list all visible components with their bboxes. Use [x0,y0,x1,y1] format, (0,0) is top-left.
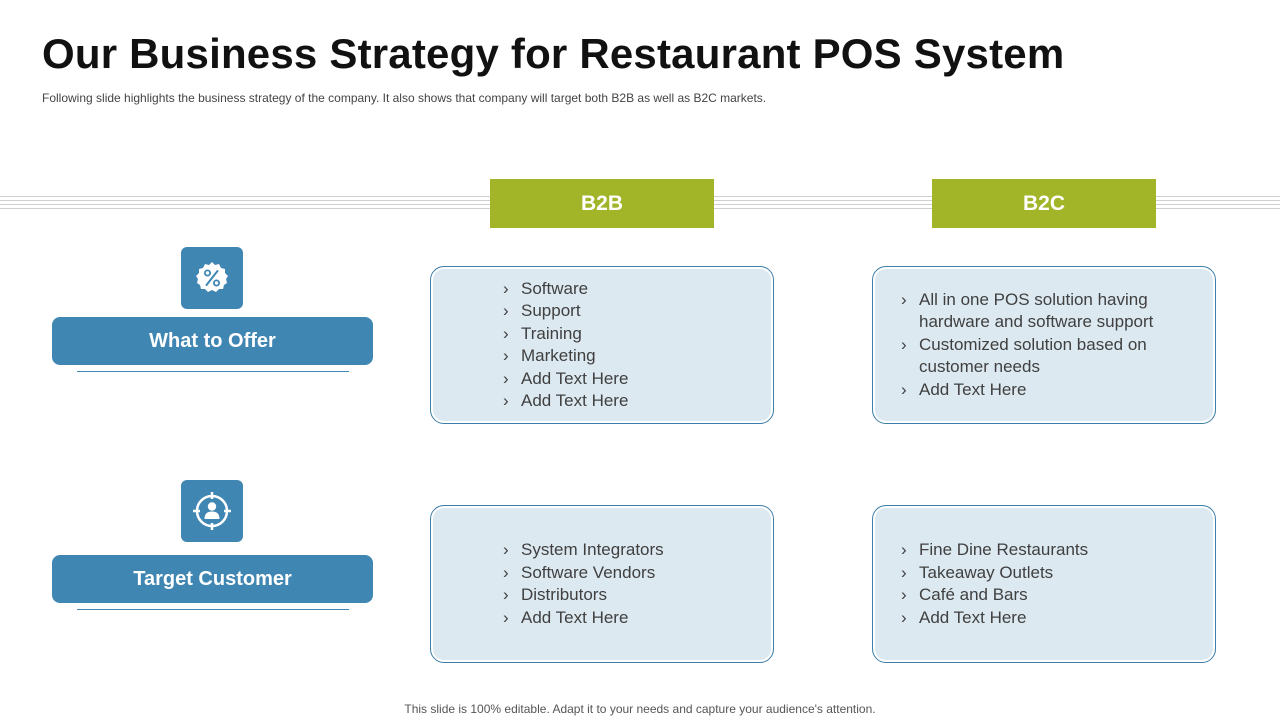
bullet-list: Fine Dine Restaurants Takeaway Outlets C… [901,539,1088,629]
list-item: Support [503,300,628,323]
list-item: System Integrators [503,539,664,562]
list-item: Software Vendors [503,562,664,585]
slide-title: Our Business Strategy for Restaurant POS… [42,30,1065,77]
card-b2c-target: Fine Dine Restaurants Takeaway Outlets C… [872,505,1216,663]
list-item: Add Text Here [503,607,664,630]
row-label-what-to-offer: What to Offer [52,317,373,365]
list-item: Software [503,278,628,301]
slide-subtitle: Following slide highlights the business … [42,91,767,105]
card-b2b-target: System Integrators Software Vendors Dist… [430,505,774,663]
list-item: Add Text Here [901,379,1175,402]
target-customer-icon [181,480,243,542]
list-item: Café and Bars [901,584,1088,607]
list-item: Distributors [503,584,664,607]
percent-icon [181,247,243,309]
row-underline [77,609,349,610]
list-item: Training [503,323,628,346]
list-item: Add Text Here [503,368,628,391]
card-b2b-offer: Software Support Training Marketing Add … [430,266,774,424]
row-label-target-customer: Target Customer [52,555,373,603]
list-item: Marketing [503,345,628,368]
list-item: Add Text Here [901,607,1088,630]
bullet-list: System Integrators Software Vendors Dist… [503,539,664,629]
slide-footer: This slide is 100% editable. Adapt it to… [404,702,876,716]
list-item: Customized solution based on customer ne… [901,334,1175,379]
list-item: Takeaway Outlets [901,562,1088,585]
card-b2c-offer: All in one POS solution having hardware … [872,266,1216,424]
bullet-list: All in one POS solution having hardware … [901,289,1175,402]
column-header-b2b: B2B [490,179,714,228]
bullet-list: Software Support Training Marketing Add … [503,278,628,413]
list-item: Add Text Here [503,390,628,413]
row-underline [77,371,349,372]
column-header-b2c: B2C [932,179,1156,228]
list-item: Fine Dine Restaurants [901,539,1088,562]
list-item: All in one POS solution having hardware … [901,289,1175,334]
